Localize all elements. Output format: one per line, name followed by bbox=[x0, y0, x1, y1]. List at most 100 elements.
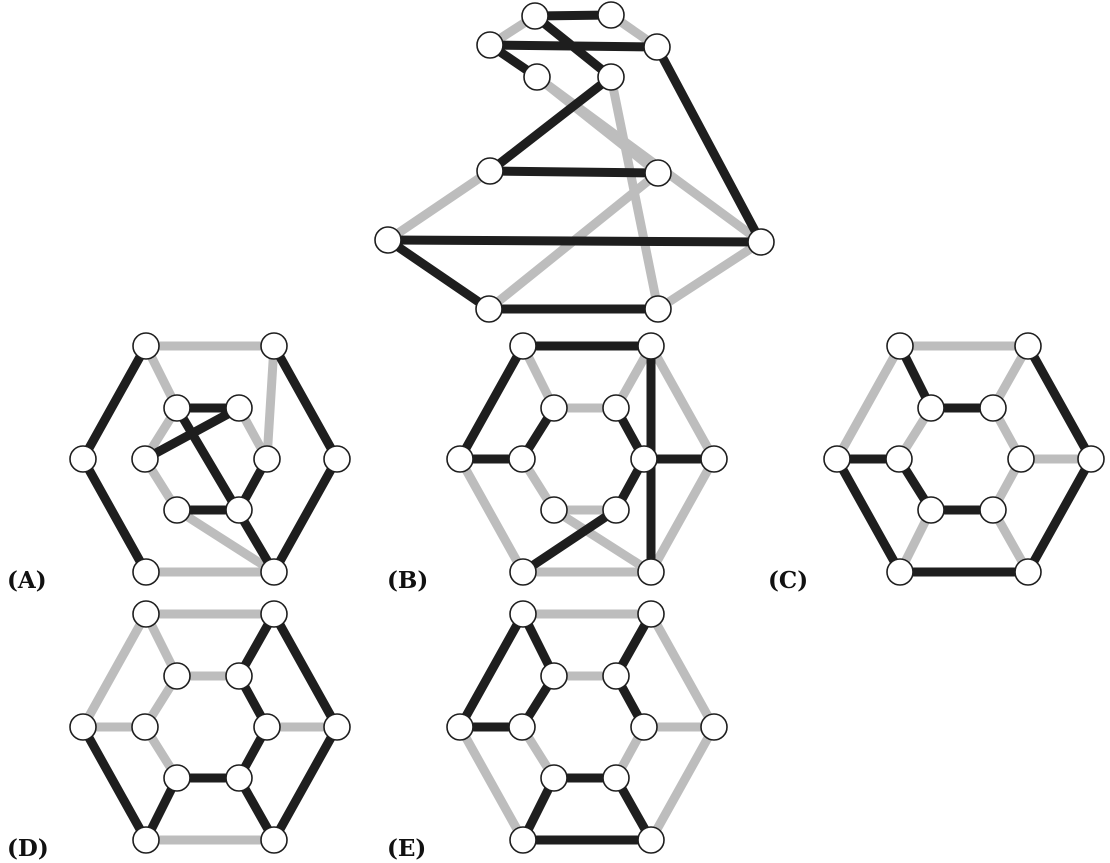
figure-vertex bbox=[643, 33, 671, 61]
option-3-vertex bbox=[1007, 445, 1035, 473]
solid-figure-graph bbox=[374, 1, 775, 323]
figure-vertex bbox=[644, 159, 672, 187]
figure-dark-edge bbox=[485, 166, 663, 178]
option-1-vertex bbox=[225, 394, 253, 422]
option-1-dark-edge bbox=[172, 403, 279, 577]
figure-vertex bbox=[374, 226, 402, 254]
option-2-vertex bbox=[540, 496, 568, 524]
option-3-vertex bbox=[1014, 332, 1042, 360]
option-1-vertex bbox=[323, 445, 351, 473]
option-1-dark-edge bbox=[78, 341, 151, 464]
option-5-vertex bbox=[602, 764, 630, 792]
option-1[interactable]: (A) bbox=[7, 332, 351, 594]
figure-graph bbox=[374, 1, 775, 323]
option-label: (B) bbox=[387, 567, 428, 594]
figure-vertex bbox=[476, 31, 504, 59]
option-1-vertex bbox=[225, 496, 253, 524]
option-5-vertex bbox=[630, 713, 658, 741]
option-3-vertex bbox=[1077, 445, 1105, 473]
option-2-vertex bbox=[602, 496, 630, 524]
option-4-dark-edge bbox=[269, 609, 342, 732]
figure-vertex bbox=[747, 228, 775, 256]
option-4[interactable]: (D) bbox=[7, 600, 351, 862]
option-4-dark-edge bbox=[78, 722, 151, 845]
option-4-vertex bbox=[131, 713, 159, 741]
option-1-vertex bbox=[163, 496, 191, 524]
option-4-graph bbox=[69, 600, 351, 854]
option-5-vertex bbox=[602, 662, 630, 690]
option-label: (C) bbox=[768, 567, 808, 594]
option-5-vertex bbox=[540, 764, 568, 792]
option-label: (D) bbox=[7, 835, 49, 862]
figure-vertex bbox=[476, 157, 504, 185]
option-4-vertex bbox=[163, 662, 191, 690]
option-label: (E) bbox=[387, 835, 426, 862]
answer-options: (A) (B) (C) (D) (E) bbox=[7, 332, 1105, 862]
option-4-vertex bbox=[225, 764, 253, 792]
figure-dark-edge bbox=[485, 72, 616, 176]
option-5-vertex bbox=[509, 600, 537, 628]
option-5-vertex bbox=[637, 600, 665, 628]
figure-dark-edge bbox=[383, 235, 494, 314]
option-1-vertex bbox=[163, 394, 191, 422]
option-2-light-edge bbox=[455, 454, 528, 577]
option-4-vertex bbox=[323, 713, 351, 741]
option-5-graph bbox=[446, 600, 728, 854]
option-3-vertex bbox=[917, 394, 945, 422]
option-1-vertex bbox=[253, 445, 281, 473]
option-2-vertex bbox=[508, 445, 536, 473]
option-4-vertex bbox=[225, 662, 253, 690]
figure-light-edge bbox=[383, 166, 495, 245]
option-3-vertex bbox=[979, 496, 1007, 524]
figure-vertex bbox=[523, 63, 551, 91]
option-2-light-edge bbox=[549, 505, 656, 577]
option-3-vertex bbox=[1014, 558, 1042, 586]
option-2[interactable]: (B) bbox=[387, 332, 728, 594]
option-3-light-edge bbox=[832, 341, 905, 464]
option-5-vertex bbox=[446, 713, 474, 741]
option-3-vertex bbox=[886, 558, 914, 586]
option-1-dark-edge bbox=[269, 454, 342, 577]
option-5-dark-edge bbox=[455, 609, 528, 732]
option-4-vertex bbox=[163, 764, 191, 792]
figure-vertex bbox=[521, 2, 549, 30]
figure-light-edge bbox=[606, 72, 663, 314]
option-1-light-edge bbox=[172, 505, 279, 577]
option-4-vertex bbox=[132, 600, 160, 628]
option-5-light-edge bbox=[646, 609, 719, 732]
figure-light-edge bbox=[653, 237, 766, 314]
option-3-dark-edge bbox=[1023, 454, 1096, 577]
option-1-vertex bbox=[132, 332, 160, 360]
option-4-vertex bbox=[253, 713, 281, 741]
option-3[interactable]: (C) bbox=[768, 332, 1105, 594]
option-3-graph bbox=[823, 332, 1105, 586]
option-1-graph bbox=[69, 332, 351, 586]
option-5-vertex bbox=[637, 826, 665, 854]
option-5[interactable]: (E) bbox=[387, 600, 728, 862]
option-5-vertex bbox=[508, 713, 536, 741]
option-1-vertex bbox=[69, 445, 97, 473]
option-4-dark-edge bbox=[269, 722, 342, 845]
option-1-dark-edge bbox=[78, 454, 151, 577]
option-1-vertex bbox=[260, 558, 288, 586]
figure-vertex bbox=[644, 295, 672, 323]
option-2-vertex bbox=[637, 558, 665, 586]
figure-vertex bbox=[475, 295, 503, 323]
option-5-light-edge bbox=[455, 722, 528, 845]
option-2-dark-edge bbox=[455, 341, 528, 464]
option-3-dark-edge bbox=[832, 454, 905, 577]
option-1-vertex bbox=[132, 558, 160, 586]
option-5-vertex bbox=[700, 713, 728, 741]
option-4-vertex bbox=[260, 826, 288, 854]
option-2-vertex bbox=[509, 558, 537, 586]
option-label: (A) bbox=[7, 567, 47, 594]
option-2-light-edge bbox=[646, 341, 719, 464]
option-2-vertex bbox=[700, 445, 728, 473]
figure-dark-edge bbox=[485, 40, 662, 52]
figure-vertex bbox=[597, 1, 625, 29]
option-5-vertex bbox=[509, 826, 537, 854]
option-4-vertex bbox=[69, 713, 97, 741]
option-2-graph bbox=[446, 332, 728, 586]
option-1-dark-edge bbox=[269, 341, 342, 464]
